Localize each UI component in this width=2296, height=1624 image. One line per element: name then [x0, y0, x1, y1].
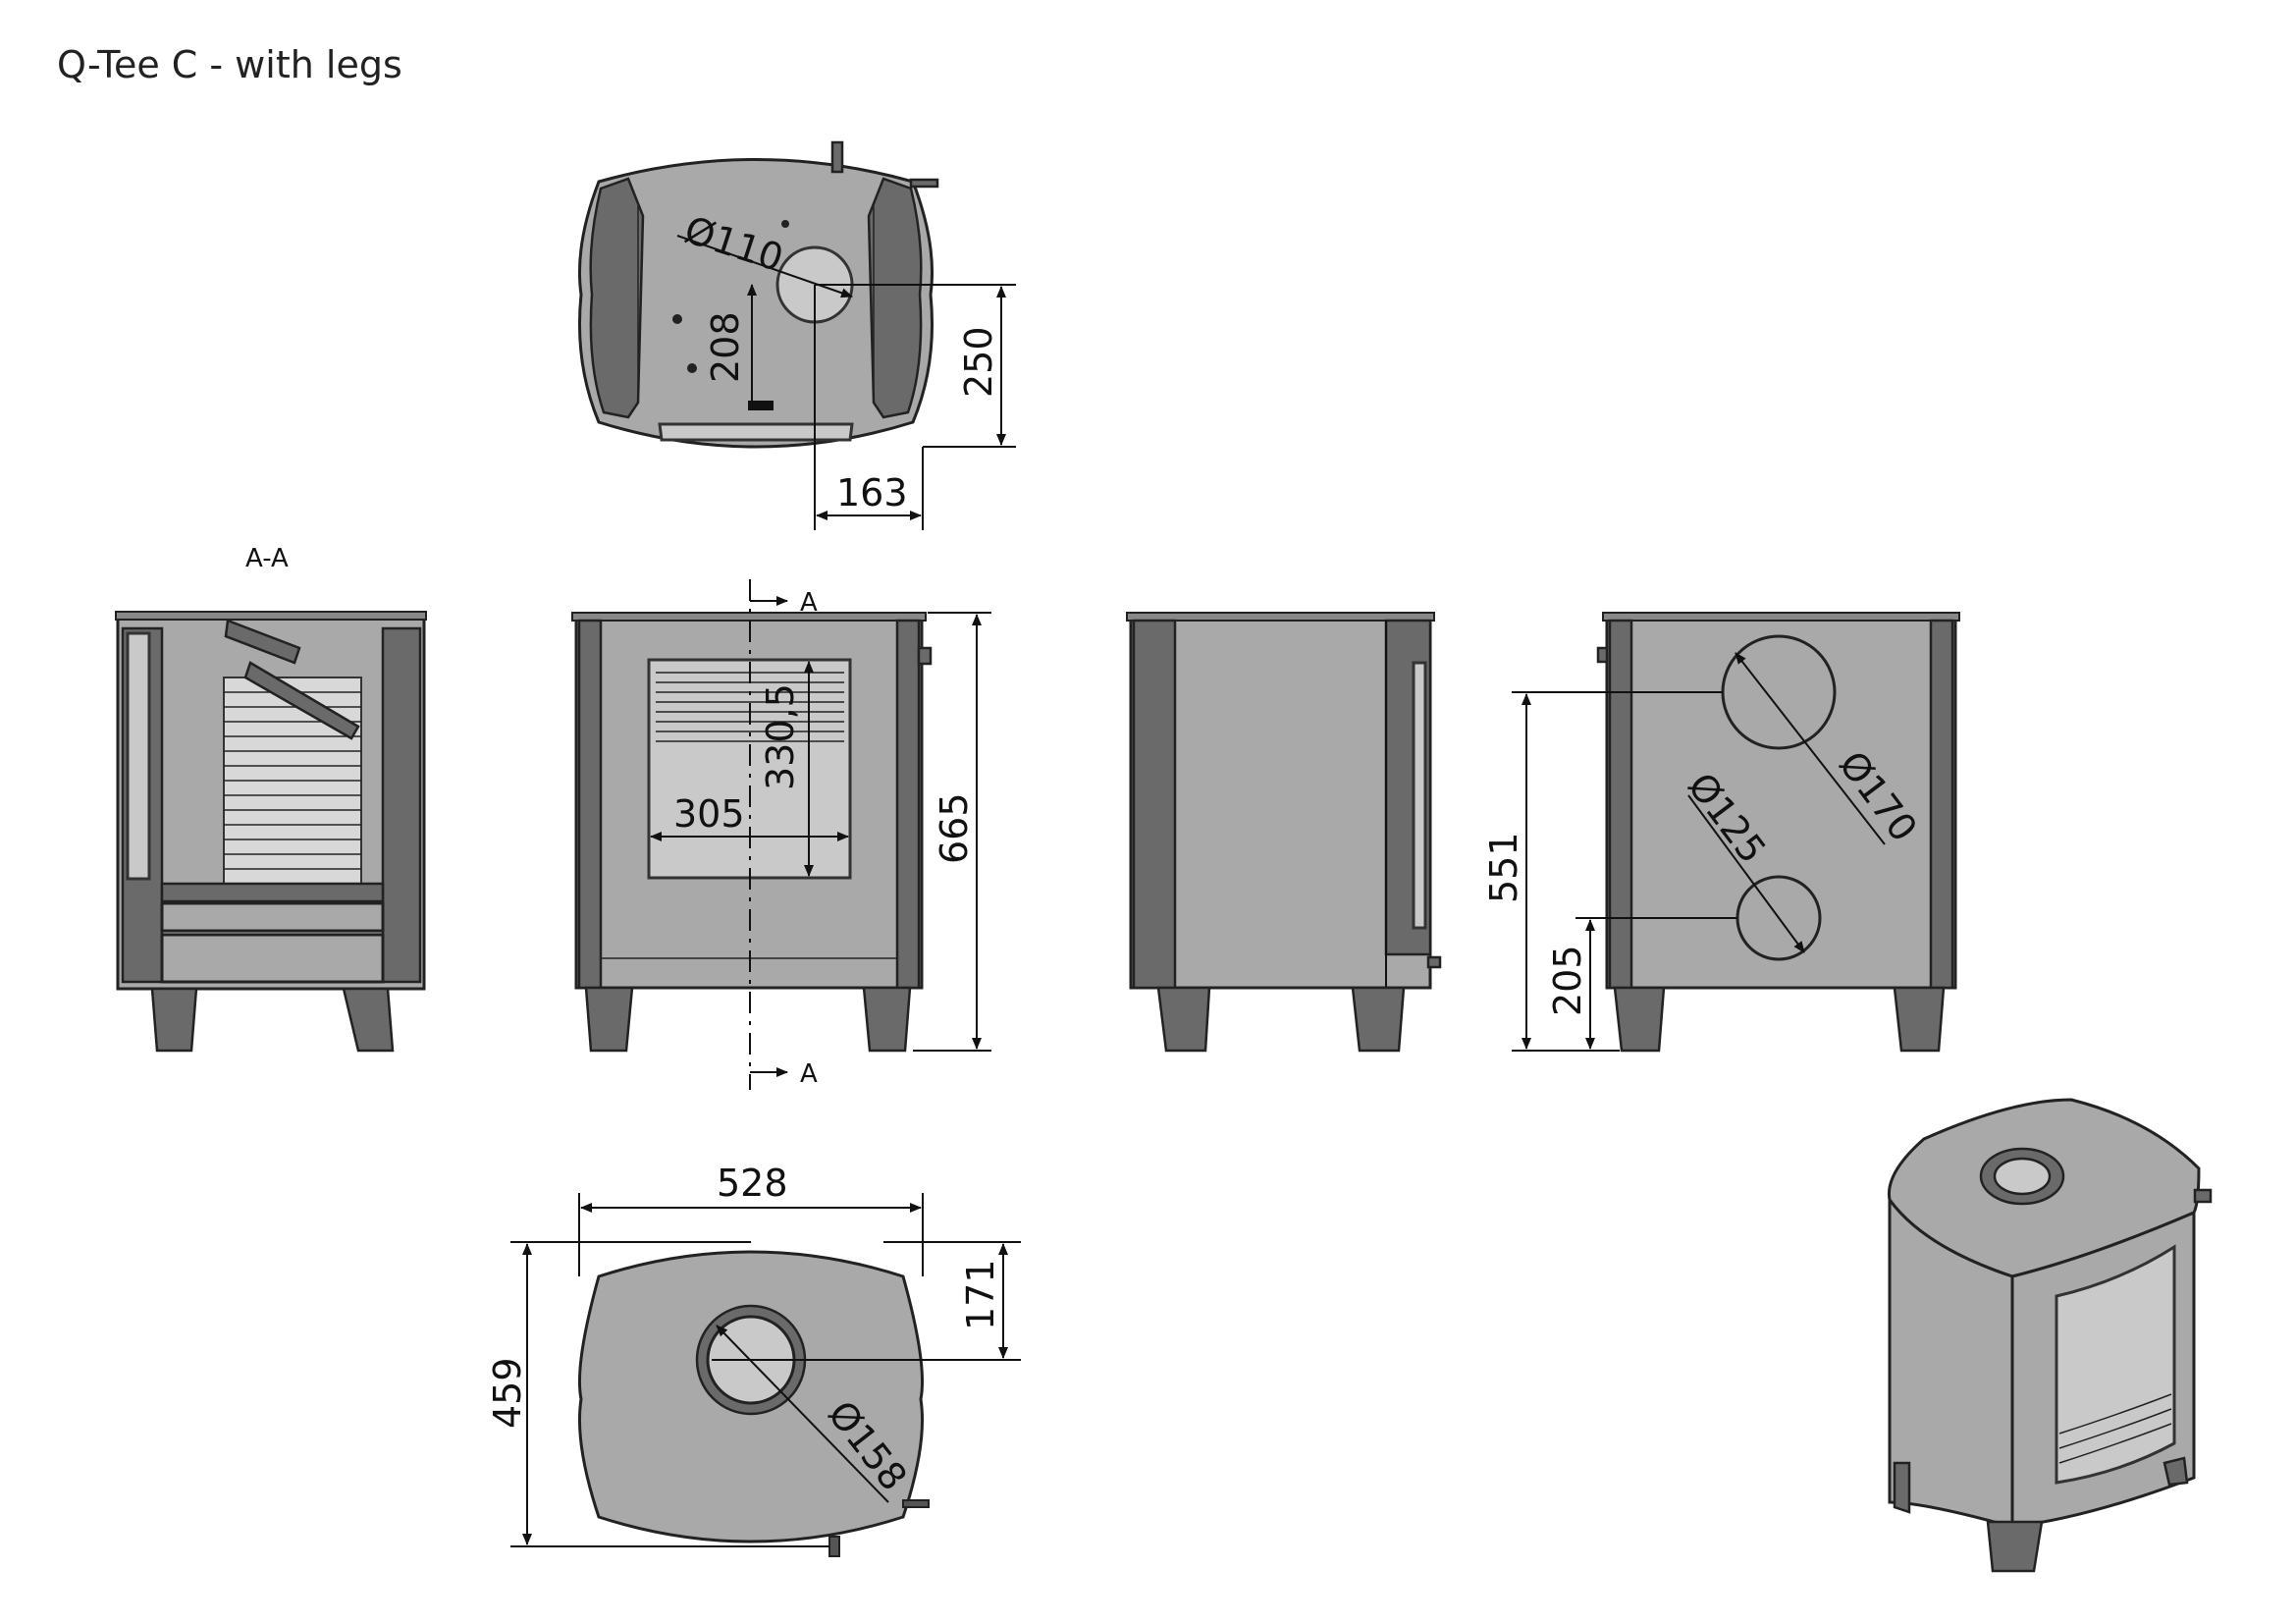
dim-glass-height: 330,5: [759, 683, 802, 790]
side-view: [1126, 612, 1442, 1053]
drawing-title: Q-Tee C - with legs: [57, 43, 402, 86]
front-view-dimensions: A A 330,5 305 665: [650, 579, 991, 1090]
dim-width: 528: [717, 1162, 788, 1205]
rear-flue-outlet: [1721, 634, 1837, 750]
dim-208: 208: [704, 311, 747, 383]
section-label: A-A: [245, 544, 289, 573]
dim-250: 250: [957, 326, 1000, 398]
section-view: [115, 611, 427, 1053]
isometric-view: [1887, 1098, 2213, 1573]
isometric-door-glass: [2055, 1244, 2176, 1485]
front-view: [571, 612, 933, 1053]
section-marker-top: A: [800, 588, 818, 618]
top-view: [578, 140, 939, 449]
dim-total-height: 665: [933, 792, 976, 864]
dim-depth: 459: [486, 1357, 529, 1429]
dim-163: 163: [836, 471, 908, 514]
section-marker-bottom: A: [800, 1059, 818, 1089]
dim-171: 171: [959, 1259, 1002, 1330]
dim-glass-width: 305: [673, 792, 745, 836]
dim-551: 551: [1482, 832, 1525, 903]
dim-205: 205: [1546, 945, 1589, 1016]
plan-view: [578, 1250, 930, 1557]
